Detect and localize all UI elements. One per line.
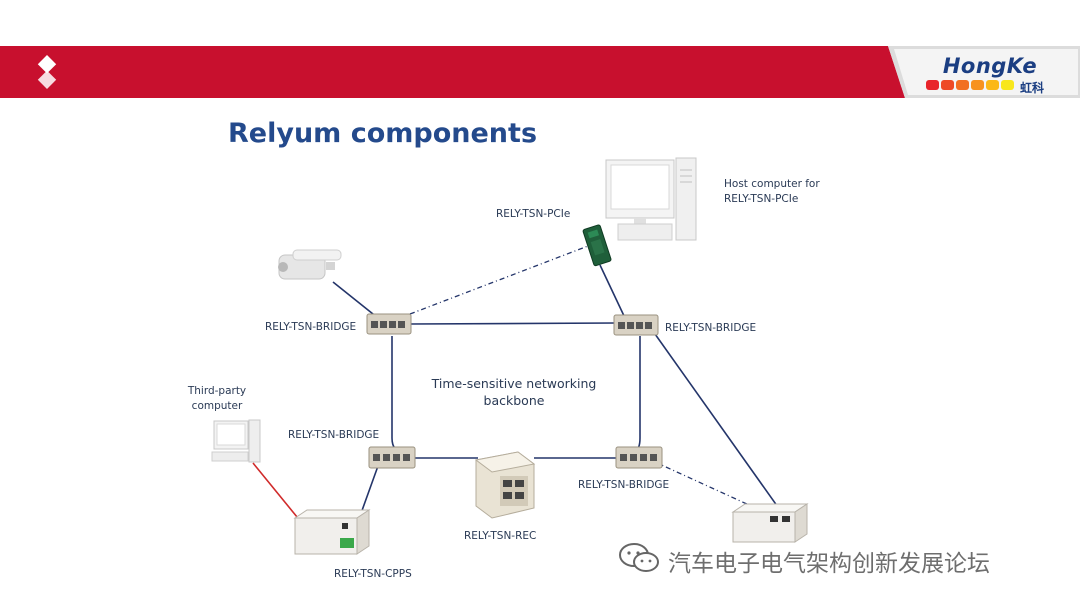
- cpps-device-icon: [293, 509, 371, 555]
- cpps-label: RELY-TSN-CPPS: [334, 568, 412, 580]
- bridge-top-left-label: RELY-TSN-BRIDGE: [265, 321, 357, 333]
- bridge-device-icon: [615, 446, 663, 469]
- right-bridge-to-node: [654, 333, 781, 511]
- backbone-right: [633, 336, 641, 453]
- rec-label: RELY-TSN-REC: [464, 530, 537, 542]
- pcie-label: RELY-TSN-PCIe: [496, 208, 571, 220]
- backbone-top: [409, 322, 617, 325]
- host-computer-label: Host computer for RELY-TSN-PCIe: [724, 178, 820, 205]
- backbone-label: Time-sensitive networking backbone: [431, 376, 597, 408]
- brand-name-cn: 虹科: [1020, 81, 1045, 95]
- rec-device-icon: [474, 451, 536, 519]
- pcie-dashed-link: [409, 245, 589, 315]
- page-title: Relyum components: [228, 118, 538, 149]
- bridge-device-icon: [366, 313, 412, 335]
- watermark-text: 汽车电子电气架构创新发展论坛: [668, 551, 990, 577]
- tsn-node-device-icon: [731, 503, 809, 543]
- brand-name: HongKe: [942, 54, 1038, 78]
- bridge-bottom-left-label: RELY-TSN-BRIDGE: [288, 429, 380, 441]
- header-banner: [0, 46, 1080, 98]
- brand-color-dots: [926, 80, 1014, 90]
- third-party-computer-icon: [211, 419, 261, 463]
- host-computer-icon: [605, 157, 697, 241]
- pcie-card-icon: [582, 224, 612, 267]
- backbone-left: [391, 336, 405, 453]
- camera-icon: [278, 249, 342, 280]
- bridge-bottom-right-label: RELY-TSN-BRIDGE: [578, 479, 670, 491]
- bridge-device-icon: [613, 314, 659, 336]
- pcie-link: [599, 264, 626, 319]
- bridge-dashed-link: [654, 461, 761, 511]
- camera-link: [332, 281, 379, 319]
- bridge-device-icon: [368, 446, 416, 469]
- third-party-label: Third-party computer: [187, 385, 247, 412]
- wechat-icon: [619, 543, 659, 572]
- bridge-top-right-label: RELY-TSN-BRIDGE: [665, 322, 757, 334]
